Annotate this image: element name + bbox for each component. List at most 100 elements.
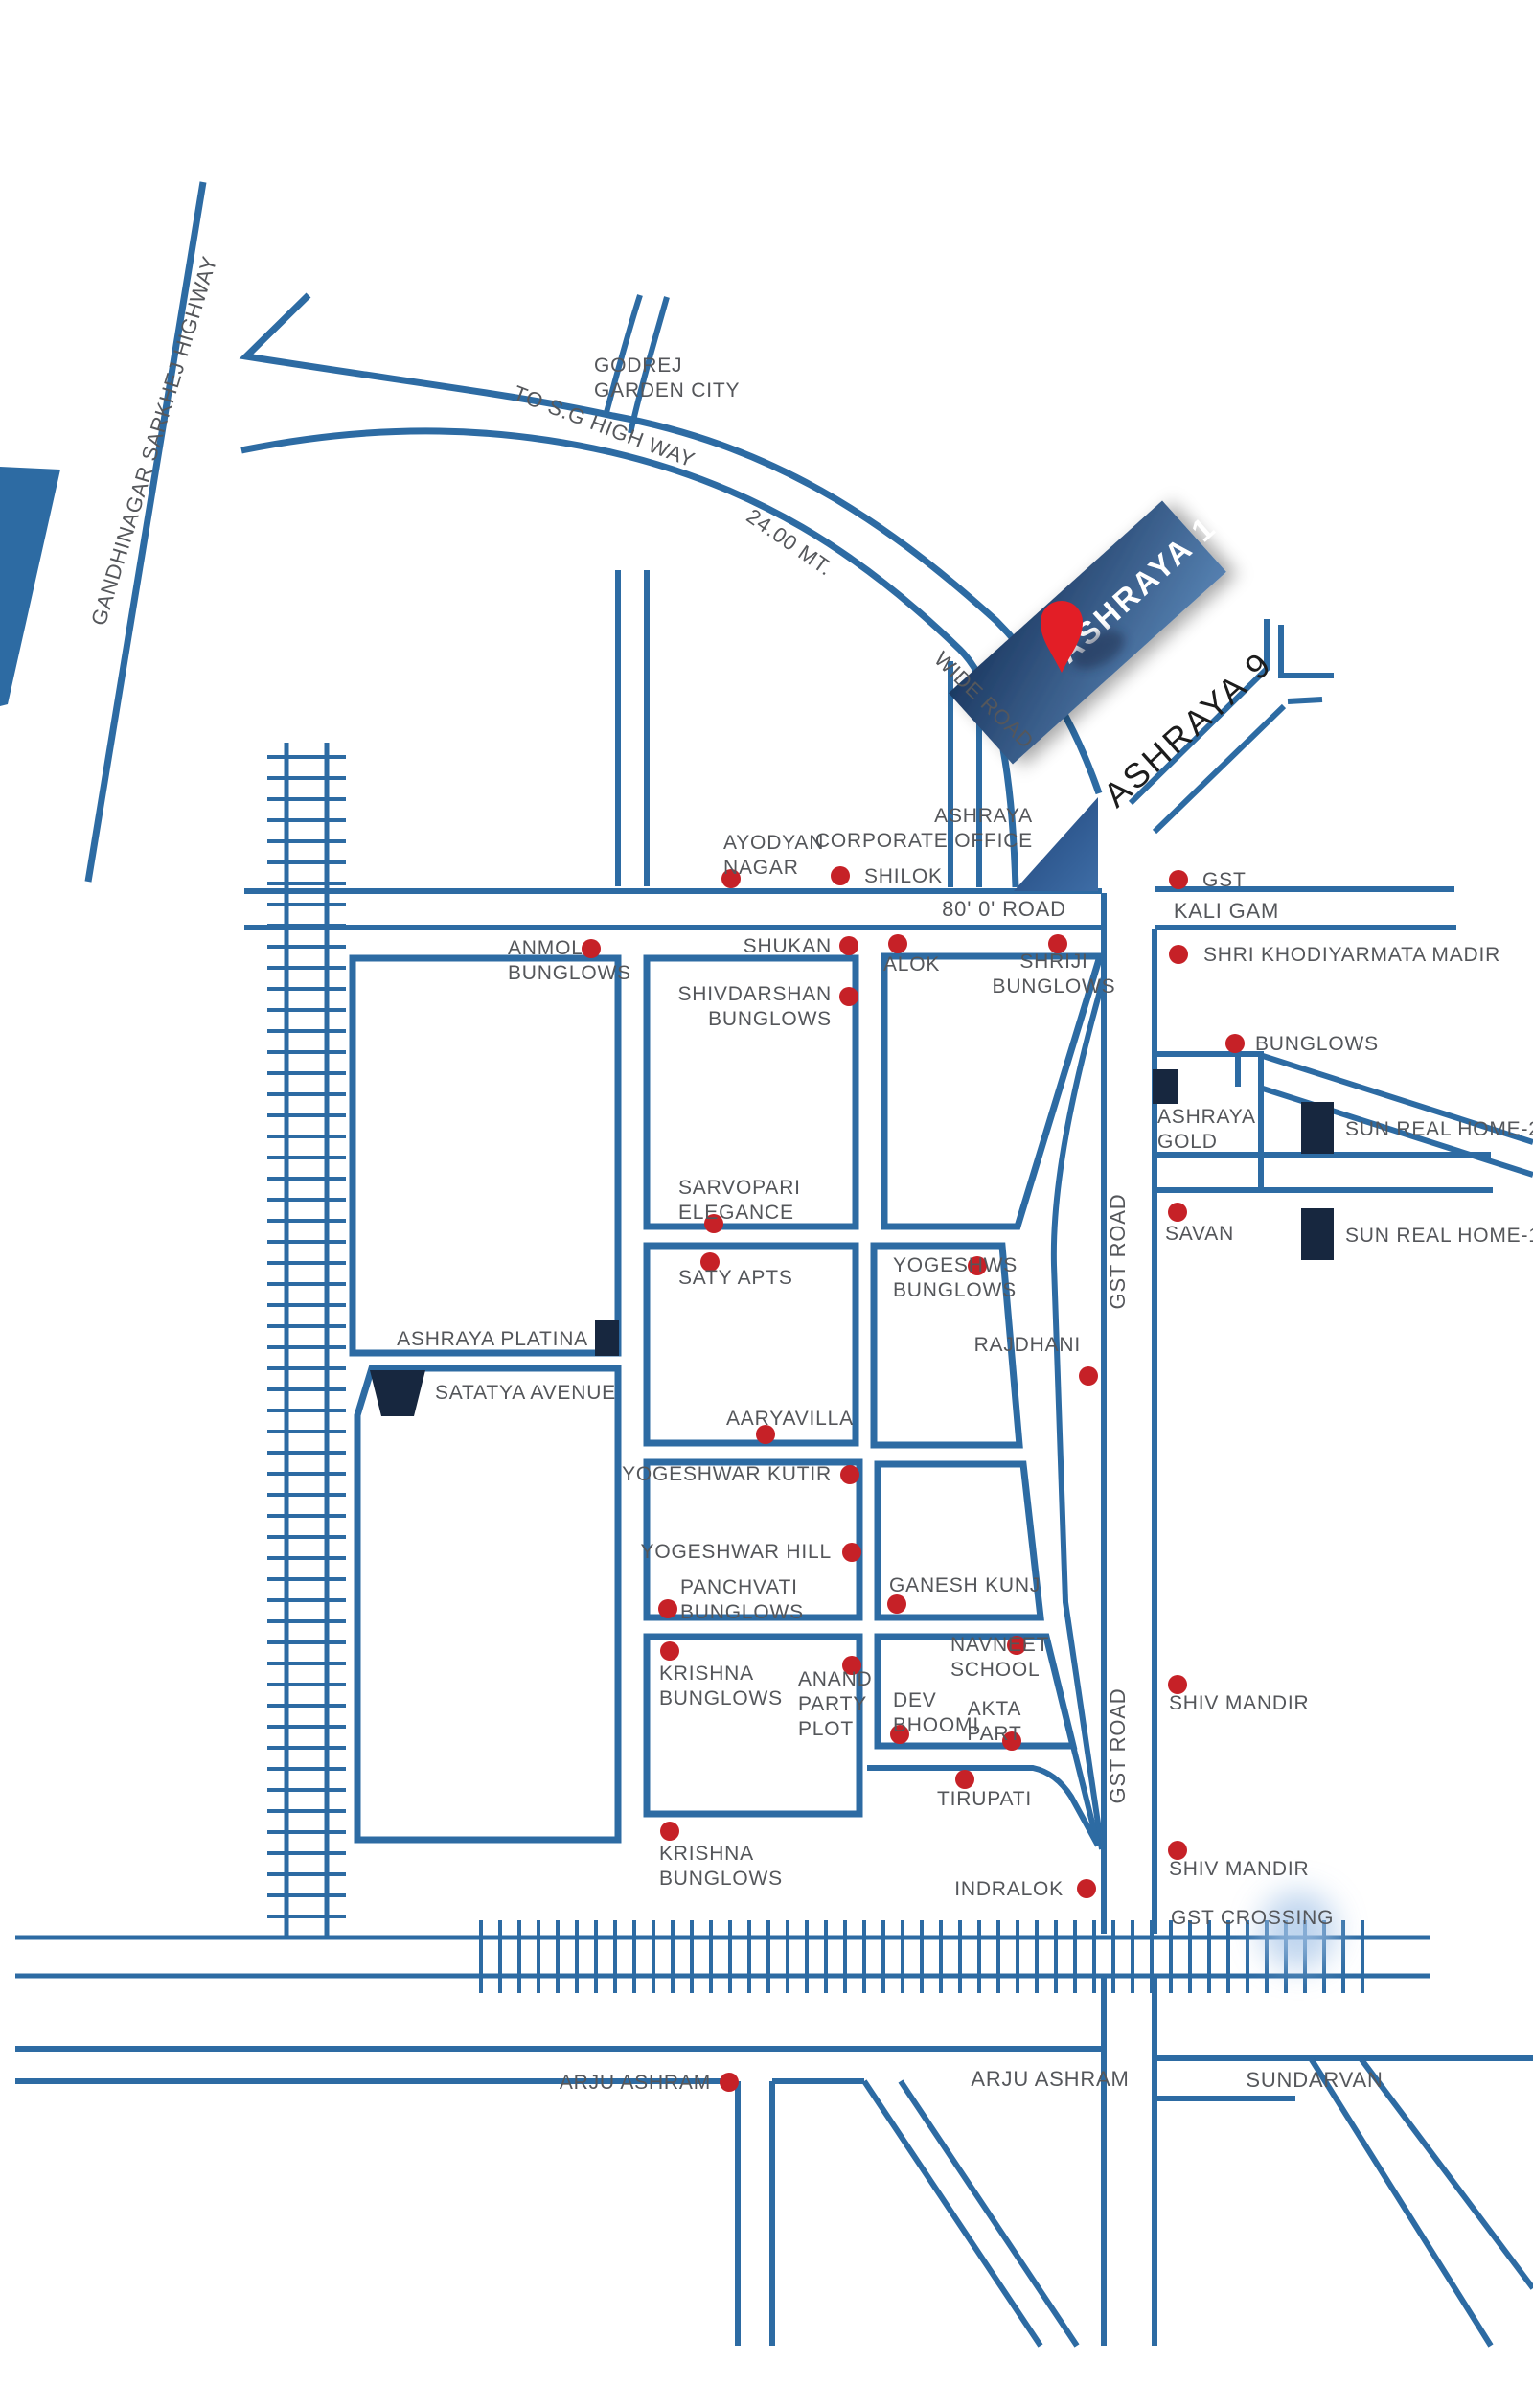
poi-label-savan: SAVAN [1165,1223,1234,1245]
city-block-7 [881,952,1105,1230]
city-block-10 [874,1633,1078,1750]
poi-tirupati: TIRUPATI [937,1770,1031,1810]
gst-road-vertical [1101,893,1157,2346]
poi-label-shukan: SHUKAN [744,935,832,957]
city-block-3 [643,954,859,1230]
poi-label-aaryavilla: AARYAVILLA [726,1408,854,1430]
poi-dot-anand [842,1656,861,1675]
poi-dot-shilok [831,866,850,885]
poi-dot-shiv-mandir [1168,1841,1187,1860]
road-label-gst-road: GST ROAD [1106,1688,1130,1804]
railway-horizontal-rails [15,1935,1430,1979]
poi-label-bunglows: BUNGLOWS [1255,1033,1379,1055]
road-label-gst-road: GST ROAD [1106,1194,1130,1310]
poi-dot-dev [890,1725,909,1744]
poi-dot-shiv-mandir [1168,1675,1187,1694]
poi-dot-aaryavilla [756,1425,775,1444]
poi-indralok: INDRALOK [954,1878,1096,1900]
poi-dot-ayodyan [721,869,741,888]
poi-dot-alok [888,934,907,953]
kali-gam-road [1155,886,1456,930]
poi-ganesh-kunj: GANESH KUNJ [887,1574,1041,1614]
poi-dot-akta [1002,1731,1021,1751]
godrej-branch-road [603,294,670,434]
road-label-arju-ashram: ARJU ASHRAM [971,2067,1129,2091]
poi-dot-sarvopari [704,1214,723,1233]
poi-dot-yogeshws [968,1256,987,1275]
rajdhani-road-right [1050,976,1107,1850]
poi-dot-panchvati [658,1599,677,1618]
city-block-9 [874,1460,1044,1621]
poi-label-saty-apts: SATY APTS [678,1267,793,1289]
poi-sun-real-home-1: SUN REAL HOME-1 [1345,1225,1533,1247]
poi-dot-krishna [660,1822,679,1841]
poi-dot-navneet [1007,1636,1026,1655]
poi-dot-rajdhani [1079,1366,1098,1386]
city-block-4 [643,1242,859,1447]
eighty-feet-road [244,888,1102,930]
poi-dot-savan [1168,1203,1187,1222]
poi-arju-ashram: ARJU ASHRAM [560,2072,739,2094]
poi-shri-khodiyarmata-madir: SHRI KHODIYARMATA MADIR [1169,944,1500,966]
poi-satatya-avenue: SATATYA AVENUE [435,1382,615,1404]
poi-label-alok: ALOK [883,953,940,975]
road-label-kali-gam: KALI GAM [1174,899,1279,923]
road-label-80-0-road: 80' 0' ROAD [942,897,1066,921]
poi-label-arju-ashram: ARJU ASHRAM [560,2072,711,2094]
poi-dot-yogeshwar-hill [842,1543,861,1562]
poi-dot-indralok [1077,1879,1096,1898]
poi-label-indralok: INDRALOK [954,1878,1064,1900]
gandhinagar-highway-line [84,181,207,883]
railway-horizontal-ties [479,1920,1364,1993]
poi-dot-shriji [1048,934,1067,953]
poi-shiv-mandir: SHIV MANDIR [1168,1841,1309,1880]
city-block-1 [349,954,622,1357]
poi-label-ganesh-kunj: GANESH KUNJ [889,1574,1041,1596]
poi-label-yogeshwar-hill: YOGESHWAR HILL [641,1541,832,1563]
blocks-layer [349,952,1105,1844]
poi-dot-ganesh-kunj [887,1594,906,1614]
poi-label-shiv-mandir: SHIV MANDIR [1169,1858,1309,1880]
poi-rajdhani: RAJDHANI [974,1334,1098,1386]
poi-dot-shri-khodiyarmata-madir [1169,945,1188,964]
poi-label-sun-real-home-2: SUN REAL HOME-2 [1345,1118,1533,1140]
poi-aaryavilla: AARYAVILLA [726,1408,854,1444]
city-block-6 [643,1633,863,1818]
poi-label-yogeshwar-kutir: YOGESHWAR KUTIR [622,1463,832,1485]
poi-yogeshwar-kutir: YOGESHWAR KUTIR [622,1463,859,1485]
poi-saty-apts: SATY APTS [678,1252,793,1289]
poi-dot-anmol [582,939,601,958]
railway-vertical-rails [284,743,330,1936]
poi-label-shilok: SHILOK [864,865,943,887]
gold-block-outline [1155,1051,1264,1188]
poi-bunglows: BUNGLOWS [1225,1033,1379,1055]
gst-crossing-glow [1260,1892,1337,1968]
poi-dot-arju-ashram [720,2073,739,2092]
highway-wedge-shape [0,467,60,706]
railway-tracks [15,743,1430,1993]
poi-label-shri-khodiyarmata-madir: SHRI KHODIYARMATA MADIR [1203,944,1500,966]
railway-vertical-ties [267,755,346,1918]
poi-dot-gst [1169,870,1188,889]
roads-layer [15,292,1533,2348]
sun-real-home-road [1155,1152,1493,1193]
poi-shilok: SHILOK [831,865,943,887]
poi-dot-shukan [839,936,858,955]
